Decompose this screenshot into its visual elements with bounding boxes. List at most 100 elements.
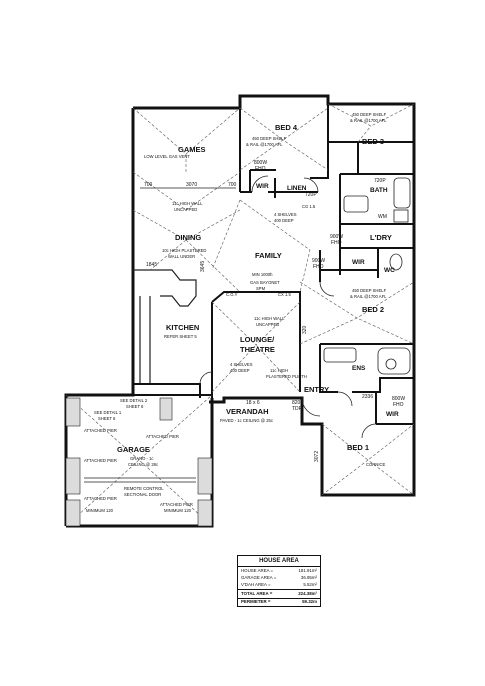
note-cg-2: C.G.Y	[226, 292, 238, 297]
house-area-row: HOUSE AREA = 181.91m²	[238, 567, 320, 574]
note-cg-3: CX 1.5	[278, 292, 291, 297]
note-fho-800w-3: 800W	[392, 396, 405, 402]
note-bed3-shelf-2: & RAIL @1700 AFL	[350, 118, 387, 123]
note-fho-800w-4: FHO	[393, 402, 404, 408]
note-see-detail-1b: SHEET 6	[126, 404, 144, 409]
dim-3070: 3070	[186, 182, 197, 188]
note-garage-ceiling-1: GRANO - 1c	[130, 456, 154, 461]
note-attached-pier-2: ATTACHED PIER	[146, 434, 179, 439]
note-family-shelves-2: 400 DEEP	[274, 218, 294, 223]
note-gas-bayonet-1: GAS BAYONET	[250, 280, 280, 285]
vdah-area-value: 5.52m²	[303, 582, 317, 588]
note-family-shelves-1: 4 SHELVES	[274, 212, 297, 217]
room-dining: DINING	[175, 233, 201, 242]
note-gas-vent: LOW LEVEL GAS VENT	[144, 154, 190, 159]
note-attached-pier-3: ATTACHED PIER	[84, 458, 117, 463]
dim-3645: 3645	[200, 261, 206, 272]
house-area-value: 181.91m²	[298, 567, 317, 573]
note-fho-800w-1: 800W	[254, 160, 267, 166]
garage-piers	[65, 397, 213, 527]
note-sectional-door-2: SECTIONAL DOOR	[124, 492, 161, 497]
garage-area-label: GARAGE AREA =	[241, 574, 277, 580]
note-games-wall-1: 11c HIGH WALL	[172, 201, 203, 206]
room-wir-bed2: WIR	[352, 259, 365, 266]
room-wir-bed4: WIR	[256, 183, 269, 190]
room-wir-bed1: WIR	[386, 411, 399, 418]
note-dining-wall-1: 10c HIGH PLASTERED	[162, 248, 206, 253]
room-verandah: VERANDAH	[226, 407, 269, 416]
room-labels: GAMES DINING FAMILY KITCHEN LOUNGE/ THEA…	[117, 123, 399, 454]
room-theatre: THEATRE	[240, 345, 275, 354]
door-swings	[199, 175, 377, 439]
room-laundry: L'DRY	[370, 233, 392, 242]
note-plinth-1: 11c HIGH	[270, 368, 288, 373]
note-bed3-shelf-1: 450 DEEP SHELF	[352, 112, 387, 117]
dim-700-left: 700	[144, 182, 153, 188]
house-area-label: HOUSE AREA =	[241, 567, 274, 573]
note-attached-pier-5: ATTACHED PIER	[160, 502, 193, 507]
note-cornice: CORNICE	[366, 462, 386, 467]
note-bed4-shelf-1: 450 DEEP SHELF	[252, 136, 287, 141]
note-820l: 820L	[292, 400, 303, 406]
note-see-detail-1: SEE DETAIL 2	[120, 398, 148, 403]
note-attached-pier-4: ATTACHED PIER	[84, 496, 117, 501]
room-garage: GARAGE	[117, 445, 150, 454]
note-bed2-shelf-2: & RAIL @1700 AFL	[350, 294, 387, 299]
perimeter-label: PERIMETER =	[241, 599, 271, 605]
house-area-table: HOUSE AREA HOUSE AREA = 181.91m² GARAGE …	[237, 555, 321, 608]
note-verandah-paved: PAVED - 1c CEILING @ 25c	[220, 418, 273, 423]
note-dining-wall-2: WALL UNDER	[168, 254, 195, 259]
note-bed2-shelf-1: 450 DEEP SHELF	[352, 288, 387, 293]
dimension-lines: 700 3070 700 3645 1845 3072 2336 320	[140, 182, 373, 462]
note-family-min: MIN 1000h	[252, 272, 273, 277]
room-games: GAMES	[178, 145, 206, 154]
dim-3072: 3072	[314, 451, 320, 462]
room-bed2: BED 2	[362, 305, 384, 314]
dim-2336: 2336	[362, 394, 373, 400]
note-lounge-shelves-1: 4 SHELVES	[230, 362, 253, 367]
note-kitchen-ref: REFER SHEET 5	[164, 334, 197, 339]
note-fho-900w-1: 900W	[330, 234, 343, 240]
total-area-value: 224.38m²	[298, 590, 317, 596]
room-wc: WC	[384, 267, 395, 274]
note-see-detail-2b: SHEET 6	[98, 416, 116, 421]
note-fho-800w-2: FHO	[255, 166, 266, 172]
room-linen: LINEN	[287, 185, 307, 192]
note-games-wall-2: UNCAPPED	[174, 207, 197, 212]
note-720p-bath: 720P	[374, 178, 386, 184]
note-plinth-2: PLASTERED PLINTH	[266, 374, 307, 379]
note-wm: WM	[378, 214, 387, 220]
house-area-title: HOUSE AREA	[238, 556, 320, 567]
dim-700-right: 700	[228, 182, 237, 188]
note-verandah-size: 18 x 6	[246, 400, 260, 406]
note-lounge-shelves-2: 400 DEEP	[230, 368, 250, 373]
room-kitchen: KITCHEN	[166, 323, 199, 332]
perimeter-value: 59.32m	[302, 599, 317, 605]
wet-area-fixtures	[323, 177, 411, 375]
total-area-row: TOTAL AREA = 224.38m²	[238, 589, 320, 597]
note-gas-bayonet-2: SPM	[256, 286, 266, 291]
dim-1845: 1845	[146, 262, 157, 268]
room-entry: ENTRY	[304, 385, 329, 394]
room-bed1: BED 1	[347, 443, 369, 452]
note-lounge-wall-2: UNCAPPED	[256, 322, 279, 327]
note-fho-900w-3: 900W	[312, 258, 325, 264]
total-area-label: TOTAL AREA =	[241, 590, 273, 596]
room-bed3: BED 3	[362, 137, 384, 146]
plan-notes: LOW LEVEL GAS VENT 11c HIGH WALL UNCAPPE…	[84, 112, 405, 513]
note-bed4-shelf-2: & RAIL @1700 AFL	[246, 142, 283, 147]
room-lounge: LOUNGE/	[240, 335, 275, 344]
note-cg-1: CG 1.5	[302, 204, 316, 209]
note-fho-900w-2: FHO	[331, 240, 342, 246]
perimeter-row: PERIMETER = 59.32m	[238, 597, 320, 606]
note-attached-pier-1: ATTACHED PIER	[84, 428, 117, 433]
note-attached-pier-min-1: MINIMUM 120	[86, 508, 114, 513]
note-lounge-wall-1: 11c HIGH WALL	[254, 316, 285, 321]
garage-area-value: 36.95m²	[300, 574, 317, 580]
note-tdf: TDF	[292, 406, 302, 412]
note-attached-pier-min-2: MINIMUM 120	[164, 508, 192, 513]
note-garage-ceiling-2: CEILING @ 28c	[128, 462, 158, 467]
ceiling-lines	[65, 103, 415, 527]
vdah-area-row: V'DAH AREA = 5.52m²	[238, 582, 320, 589]
